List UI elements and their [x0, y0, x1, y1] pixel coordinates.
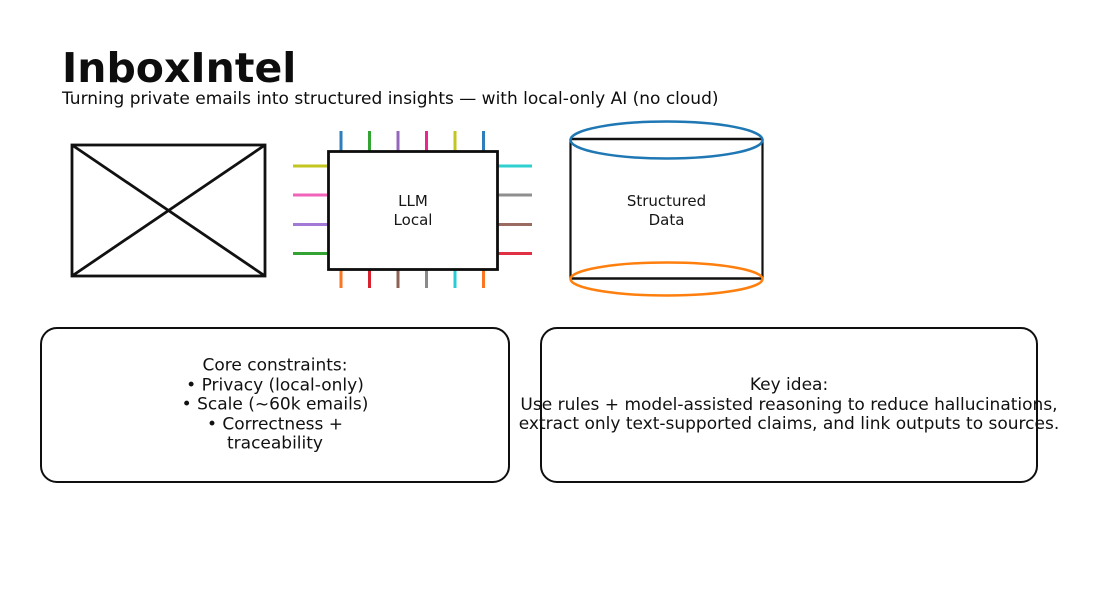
cylinder-label-line2: Data — [648, 210, 685, 229]
envelope-icon — [70, 143, 267, 278]
page-subtitle: Turning private emails into structured i… — [62, 89, 719, 109]
key-idea-line1: Use rules + model-assisted reasoning to … — [520, 394, 1058, 415]
core-constraints-box: Core constraints: • Privacy (local-only)… — [40, 327, 510, 483]
constraints-bullet-privacy: • Privacy (local-only) — [186, 374, 364, 395]
constraints-bullet-correctness: • Correctness + traceability — [206, 413, 344, 454]
chip-label-line1: LLM — [398, 192, 428, 210]
cylinder-label-line1: Structured — [626, 192, 707, 210]
key-idea-heading: Key idea: — [749, 374, 829, 395]
constraints-heading: Core constraints: — [202, 355, 348, 376]
key-idea-text: Key idea: Use rules + model-assisted rea… — [518, 374, 1060, 435]
chip-label: LLM Local — [328, 192, 498, 229]
core-constraints-text: Core constraints: • Privacy (local-only)… — [159, 356, 392, 454]
constraints-bullet-scale: • Scale (~60k emails) — [181, 394, 369, 415]
envelope-diagonal-2 — [71, 143, 266, 278]
chip-label-line2: Local — [393, 210, 433, 229]
key-idea-line2: extract only text-supported claims, and … — [518, 413, 1060, 434]
database-cylinder-icon — [569, 120, 764, 297]
page-title: InboxIntel — [62, 44, 297, 92]
chip-icon — [293, 131, 532, 288]
chip-body — [327, 150, 499, 271]
cylinder-bottom-ellipse — [569, 261, 764, 297]
cylinder-top-ellipse — [569, 120, 764, 160]
cylinder-label: Structured Data — [570, 192, 763, 229]
key-idea-box: Key idea: Use rules + model-assisted rea… — [519, 327, 1059, 483]
